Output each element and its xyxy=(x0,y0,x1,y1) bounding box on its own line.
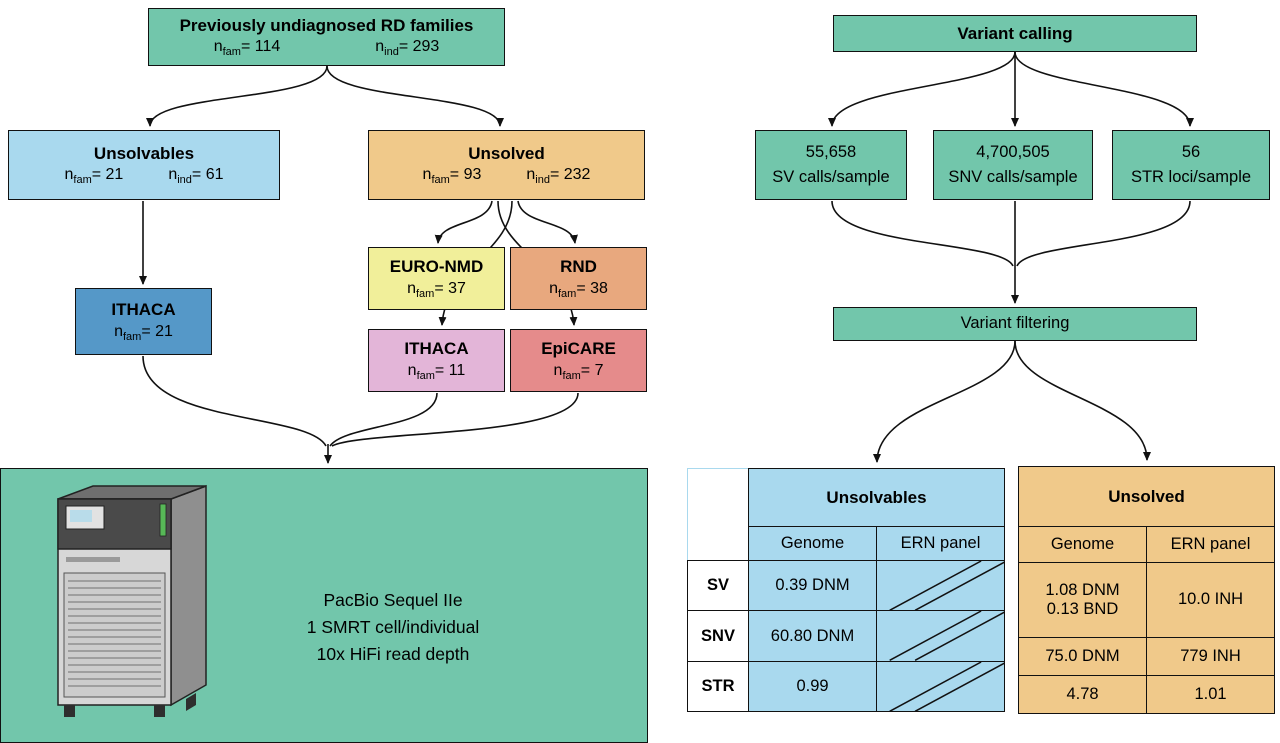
box-title: EURO-NMD xyxy=(389,257,484,277)
arrow-top-to-unsolved xyxy=(326,65,504,127)
stat-n-ind: nind= 232 xyxy=(526,166,591,187)
row-label-str: STR xyxy=(687,660,749,713)
unsolved-table-title: Unsolved xyxy=(1018,466,1275,527)
sequencing-line-2: 1 SMRT cell/individual xyxy=(306,617,480,637)
flow-box-str-calls: 56 STR loci/sample xyxy=(1112,130,1270,200)
line-ithaca-to-sequencer xyxy=(142,355,327,447)
line-ithaca-pink-to-sequencer xyxy=(329,392,438,447)
flow-box-sequencing: PacBio Sequel IIe 1 SMRT cell/individual… xyxy=(0,468,648,743)
box-title: ITHACA xyxy=(111,300,176,320)
arrow-calling-to-str xyxy=(1014,51,1194,127)
cell-unsolved-sv-genome: 1.08 DNM 0.13 BND xyxy=(1018,562,1147,638)
box-title: Variant calling xyxy=(957,23,1073,43)
unsolved-table-grid: Unsolved Genome ERN panel 1.08 DNM 0.13 … xyxy=(1018,466,1275,715)
arrow-unsolved-to-rnd xyxy=(517,200,578,244)
arrow-unsolved-to-euronmd xyxy=(434,200,493,244)
box-stats: nfam= 11 xyxy=(408,362,466,382)
stat-n-fam: nfam= 21 xyxy=(64,166,124,187)
box-stats: nfam= 37 xyxy=(407,280,466,300)
stat-n-fam: nfam= 38 xyxy=(549,279,608,300)
line-str-to-filtering xyxy=(1016,200,1191,267)
sequencing-description: PacBio Sequel IIe 1 SMRT cell/individual… xyxy=(223,587,563,668)
cell-unsolved-snv-genome: 75.0 DNM xyxy=(1018,636,1147,676)
cell-unsolved-snv-ern: 779 INH xyxy=(1146,636,1275,676)
arrow-filtering-to-unsolvables-table xyxy=(873,340,1016,463)
str-calls-value: 56 xyxy=(1181,143,1201,162)
table-spacer xyxy=(687,468,749,527)
cell-unsolved-str-ern: 1.01 xyxy=(1146,674,1275,715)
line-epicare-to-sequencer xyxy=(331,392,579,447)
sv-calls-value: 55,658 xyxy=(805,143,857,162)
cell-unsolvables-str-genome: 0.99 xyxy=(748,660,877,713)
cell-unsolvables-str-ern-na xyxy=(876,660,1005,713)
arrow-filtering-to-unsolved-table xyxy=(1014,340,1151,461)
flow-box-snv-calls: 4,700,505 SNV calls/sample xyxy=(933,130,1093,200)
box-stats: nfam= 21 nind= 61 xyxy=(64,166,223,186)
str-calls-label: STR loci/sample xyxy=(1130,167,1252,186)
arrow-top-to-unsolvables xyxy=(146,65,328,127)
sequencer-illustration xyxy=(57,484,207,717)
flow-box-sv-calls: 55,658 SV calls/sample xyxy=(755,130,907,200)
stat-n-fam: nfam= 7 xyxy=(553,361,604,382)
box-stats: nfam= 38 xyxy=(549,280,608,300)
sequencing-line-1: PacBio Sequel IIe xyxy=(323,590,463,610)
snv-calls-label: SNV calls/sample xyxy=(948,167,1078,186)
box-stats: nfam= 21 xyxy=(114,323,173,343)
box-stats: nfam= 93 nind= 232 xyxy=(423,166,591,186)
na-diagonal-icon xyxy=(877,561,1004,610)
row-label-sv: SV xyxy=(687,559,749,612)
stat-n-fam: nfam= 93 xyxy=(422,166,482,187)
flow-box-variant-filtering: Variant filtering xyxy=(833,307,1197,341)
flow-box-unsolvables: Unsolvables nfam= 21 nind= 61 xyxy=(8,130,280,200)
cell-unsolvables-snv-genome: 60.80 DNM xyxy=(748,610,877,662)
sequencing-line-3: 10x HiFi read depth xyxy=(316,644,470,664)
unsolvables-table-grid: Unsolvables Genome ERN panel SV 0.39 DNM… xyxy=(687,468,1005,713)
flow-box-variant-calling: Variant calling xyxy=(833,15,1197,52)
box-title: EpiCARE xyxy=(541,339,616,359)
snv-calls-value: 4,700,505 xyxy=(976,143,1050,162)
box-title: Unsolved xyxy=(468,143,545,163)
flow-box-rd-families: Previously undiagnosed RD families nfam=… xyxy=(148,8,505,66)
unsolvables-results-table: Unsolvables Genome ERN panel SV 0.39 DNM… xyxy=(687,468,1005,713)
line-sv-to-filtering xyxy=(831,200,1014,267)
flow-box-ithaca-unsolvables: ITHACA nfam= 21 xyxy=(75,288,212,355)
na-diagonal-icon xyxy=(877,662,1004,711)
stat-n-fam: nfam= 37 xyxy=(407,279,466,300)
unsolvables-table-title: Unsolvables xyxy=(748,468,1005,527)
row-label-snv: SNV xyxy=(687,610,749,662)
stat-n-fam: nfam= 114 xyxy=(213,38,281,59)
unsolved-results-table: Unsolved Genome ERN panel 1.08 DNM 0.13 … xyxy=(1018,466,1275,715)
stat-n-fam: nfam= 21 xyxy=(114,322,173,343)
cell-unsolved-sv-ern: 10.0 INH xyxy=(1146,562,1275,638)
stat-n-fam: nfam= 11 xyxy=(407,361,466,382)
cell-unsolved-str-genome: 4.78 xyxy=(1018,674,1147,715)
cell-unsolvables-sv-genome: 0.39 DNM xyxy=(748,559,877,612)
arrow-calling-to-sv xyxy=(828,51,1016,127)
box-stats: nfam= 114 nind= 293 xyxy=(214,38,440,58)
box-stats: nfam= 7 xyxy=(554,362,604,382)
column-header-ern-panel: ERN panel xyxy=(1146,526,1275,563)
box-title: RND xyxy=(560,257,597,277)
flow-box-ithaca-unsolved: ITHACA nfam= 11 xyxy=(368,329,505,392)
column-header-ern-panel: ERN panel xyxy=(876,526,1005,561)
flow-box-unsolved: Unsolved nfam= 93 nind= 232 xyxy=(368,130,645,200)
table-spacer xyxy=(687,526,749,561)
sv-calls-label: SV calls/sample xyxy=(772,167,890,186)
column-header-genome: Genome xyxy=(748,526,877,561)
na-diagonal-icon xyxy=(877,611,1004,660)
cell-unsolvables-sv-ern-na xyxy=(876,559,1005,612)
column-header-genome: Genome xyxy=(1018,526,1147,563)
stat-n-ind: nind= 293 xyxy=(375,38,440,59)
box-title: Previously undiagnosed RD families xyxy=(179,15,474,35)
flow-box-euro-nmd: EURO-NMD nfam= 37 xyxy=(368,247,505,310)
box-title: Variant filtering xyxy=(960,314,1070,333)
stat-n-ind: nind= 61 xyxy=(168,166,224,187)
flow-box-epicare: EpiCARE nfam= 7 xyxy=(510,329,647,392)
flow-box-rnd: RND nfam= 38 xyxy=(510,247,647,310)
box-title: ITHACA xyxy=(404,339,469,359)
box-title: Unsolvables xyxy=(93,143,195,163)
cell-unsolvables-snv-ern-na xyxy=(876,610,1005,662)
